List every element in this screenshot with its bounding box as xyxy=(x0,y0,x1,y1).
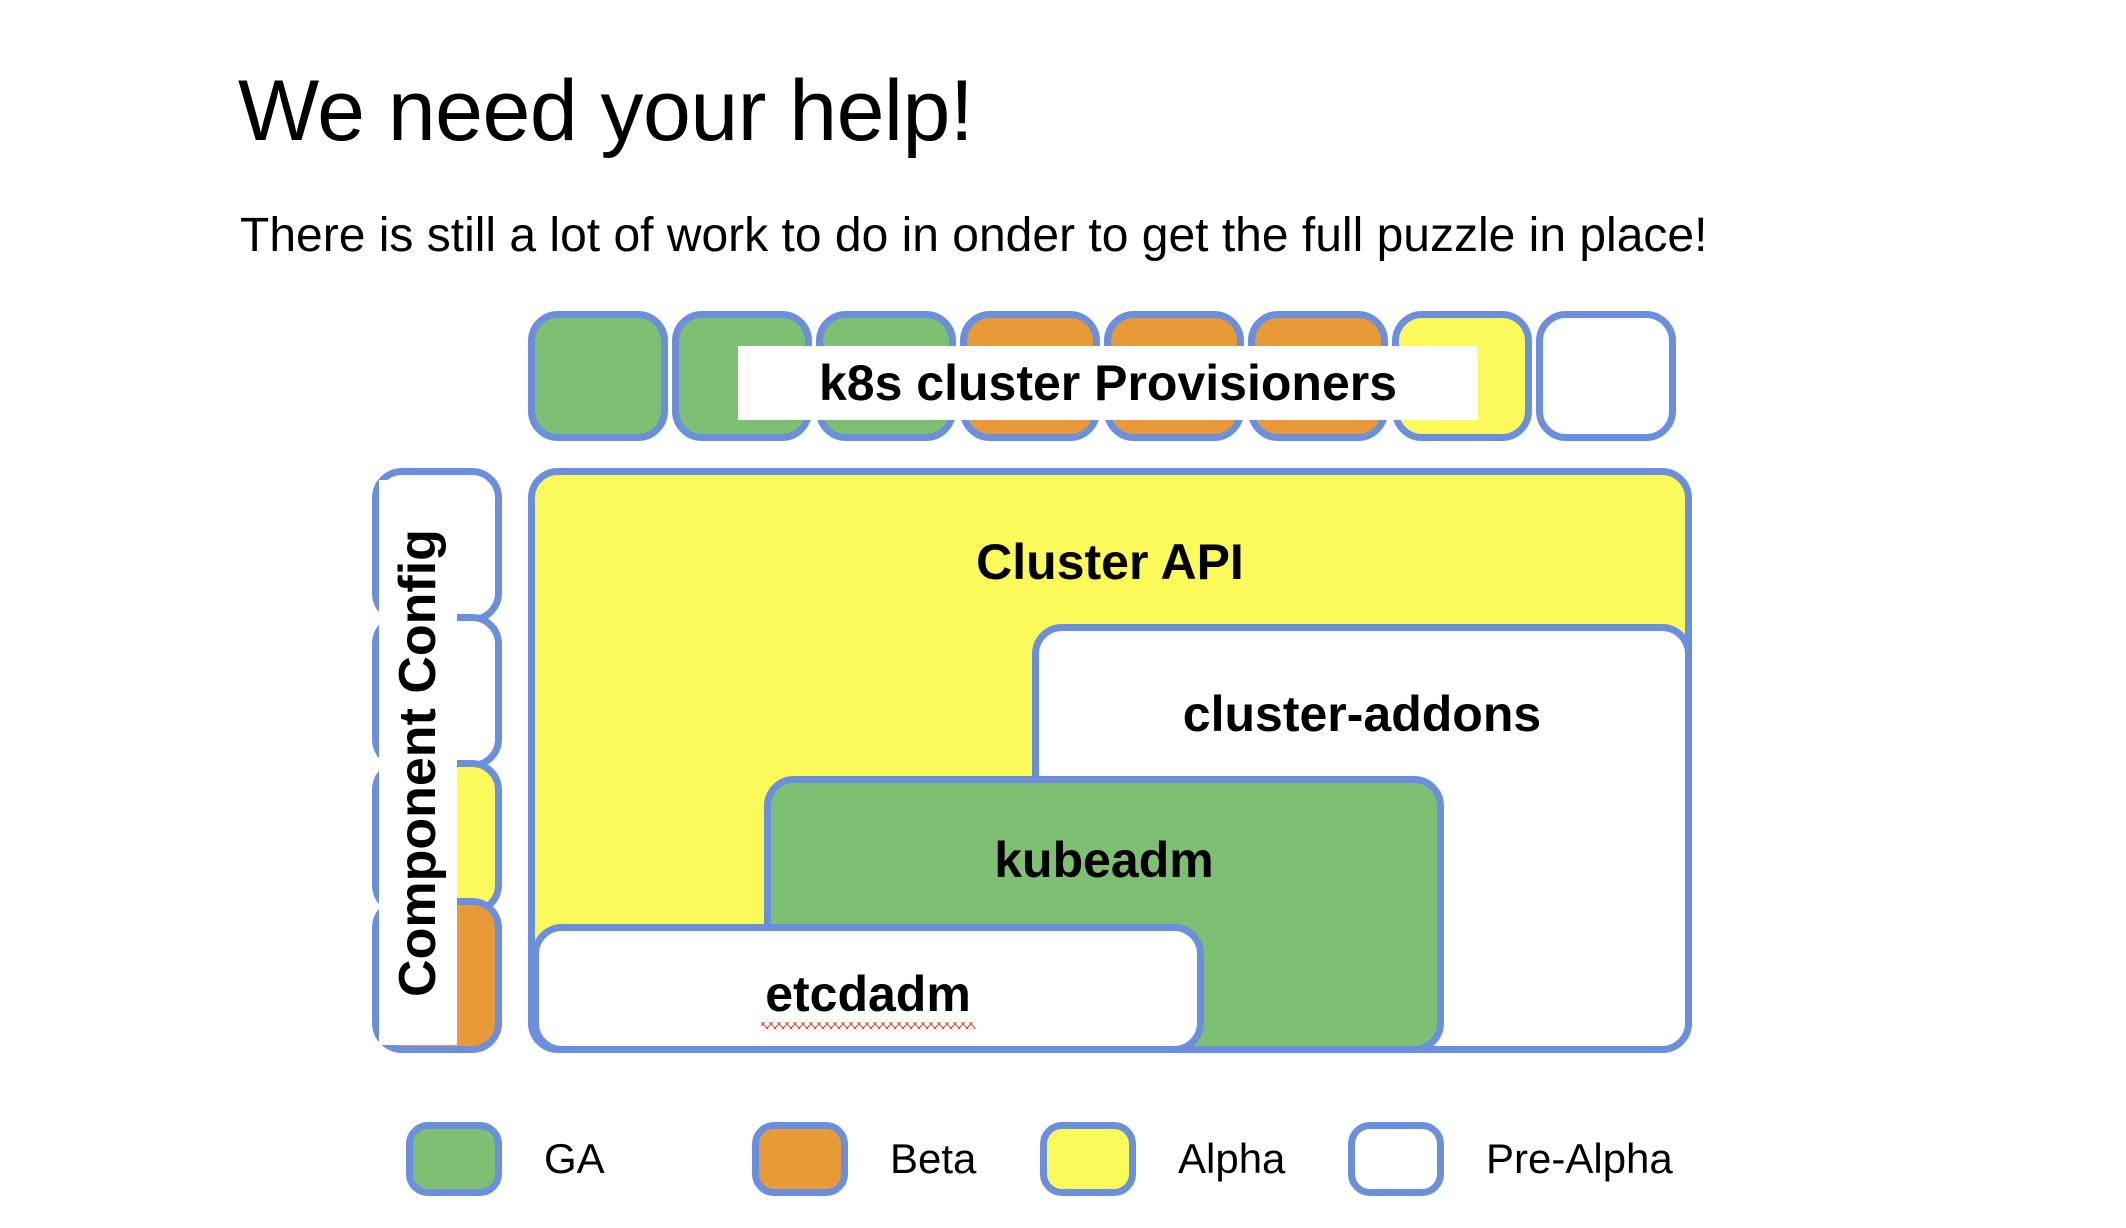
legend-item-prealpha: Pre-Alpha xyxy=(1348,1122,1673,1196)
panel-etcdadm[interactable]: etcdadm xyxy=(532,924,1204,1053)
legend-label-beta: Beta xyxy=(890,1135,977,1182)
legend-item-alpha: Alpha xyxy=(1040,1122,1285,1196)
legend-label-ga: GA xyxy=(544,1135,605,1182)
legend-item-beta: Beta xyxy=(752,1122,976,1196)
component-config-label: Component Config xyxy=(379,480,457,1045)
panel-cluster-api-title: Cluster API xyxy=(976,534,1244,590)
panel-etcdadm-title-text: etcdadm xyxy=(761,966,975,1029)
panel-cluster-addons-title: cluster-addons xyxy=(1182,686,1542,742)
page-subtitle: There is still a lot of work to do in on… xyxy=(240,209,1708,262)
legend-label-alpha: Alpha xyxy=(1178,1135,1286,1182)
panel-kubeadm-title: kubeadm xyxy=(994,832,1214,888)
component-config-label-text: Component Config xyxy=(389,528,447,997)
legend-swatch-prealpha xyxy=(1348,1122,1444,1196)
legend-swatch-alpha xyxy=(1040,1122,1136,1196)
status-legend: GA Beta Alpha Pre-Alpha xyxy=(0,1122,2126,1214)
legend-swatch-ga xyxy=(406,1122,502,1196)
legend-item-ga: GA xyxy=(406,1122,605,1196)
panel-etcdadm-title: etcdadm xyxy=(539,966,1197,1029)
k8s-cluster-provisioners-label: k8s cluster Provisioners xyxy=(738,346,1478,420)
provisioner-tile-8[interactable] xyxy=(1536,311,1676,441)
legend-swatch-beta xyxy=(752,1122,848,1196)
page-title: We need your help! xyxy=(238,62,974,159)
provisioner-tile-1[interactable] xyxy=(528,311,668,441)
legend-label-prealpha: Pre-Alpha xyxy=(1486,1135,1673,1182)
